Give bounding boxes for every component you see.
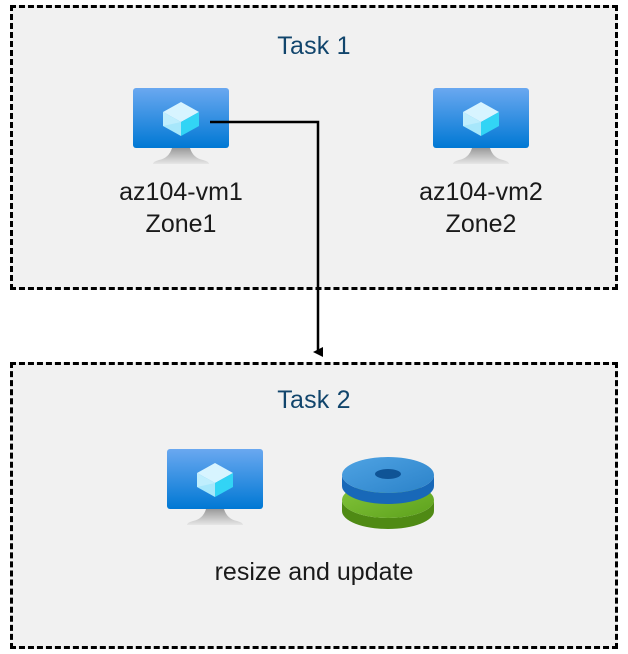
- node-az104-vm1-label: az104-vm1 Zone1: [119, 178, 243, 238]
- node-az104-vm2-label: az104-vm2 Zone2: [419, 178, 543, 238]
- task-2-caption: resize and update: [214, 558, 414, 586]
- azure-managed-disks-icon: [338, 450, 438, 539]
- azure-virtual-machine-icon: [163, 447, 267, 531]
- task-2-title: Task 2: [277, 386, 351, 414]
- task-2-icon-row: [13, 447, 615, 547]
- task-1-title: Task 1: [277, 32, 351, 60]
- azure-virtual-machine-icon: [371, 86, 591, 170]
- node-az104-vm1[interactable]: az104-vm1 Zone1: [71, 86, 291, 240]
- azure-virtual-machine-icon: [71, 86, 291, 170]
- node-az104-vm2[interactable]: az104-vm2 Zone2: [371, 86, 591, 240]
- task-1-container: Task 1: [10, 5, 618, 290]
- task-2-container: Task 2: [10, 362, 618, 649]
